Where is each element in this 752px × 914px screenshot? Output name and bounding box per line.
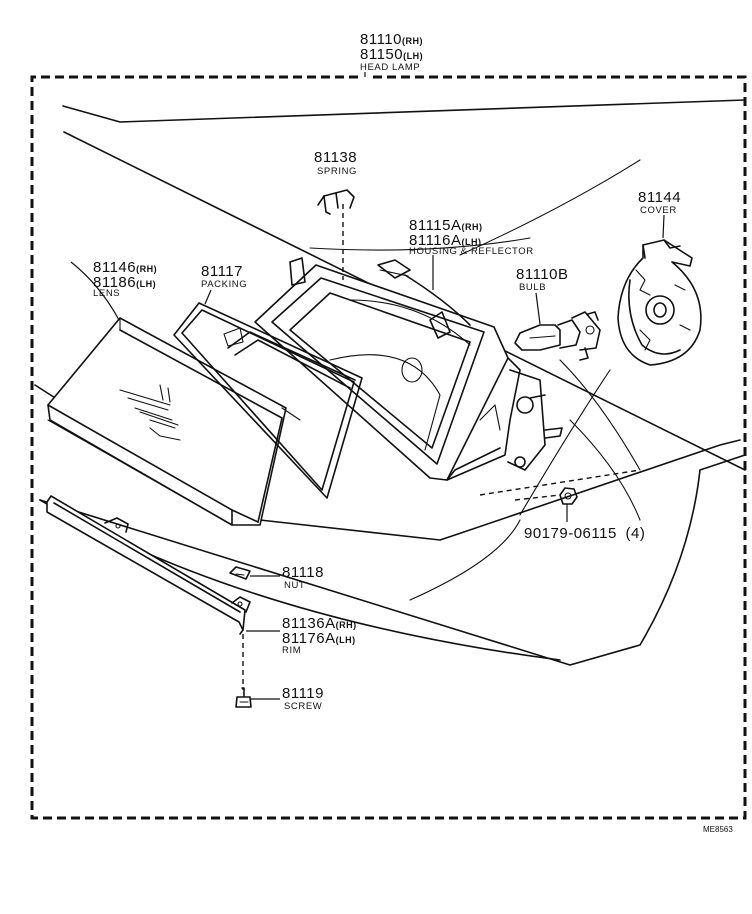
- bolt-qty: (4): [625, 525, 645, 542]
- screw-name: SCREW: [284, 701, 322, 712]
- lens-rh-side: (RH): [136, 264, 157, 274]
- label-nut: 81118 NUT: [282, 564, 324, 591]
- headlamp-rh-side: (RH): [402, 36, 423, 46]
- nut-number: 81118: [282, 564, 324, 581]
- packing: [173, 302, 363, 499]
- bulb: [514, 311, 601, 361]
- svg-text:81176A(LH): 81176A(LH): [282, 630, 356, 647]
- housing-lh-number: 81116A: [409, 232, 462, 249]
- label-packing: 81117 PACKING: [201, 263, 247, 290]
- housing-name: HOUSING & REFLECTOR: [409, 246, 534, 257]
- nut-name: NUT: [284, 580, 305, 591]
- housing-rh-side: (RH): [462, 222, 483, 232]
- label-housing: 81115A(RH) 81116A(LH) HOUSING & REFLECTO…: [409, 217, 534, 257]
- svg-text:81115A(RH): 81115A(RH): [409, 217, 483, 234]
- rim-name: RIM: [282, 645, 301, 656]
- headlamp-lh-number: 81150: [360, 46, 403, 63]
- spring-clip: [317, 189, 355, 280]
- cover: [617, 239, 702, 366]
- bolt: [559, 487, 578, 505]
- leader-lines: [70, 72, 665, 700]
- bolt-number: 90179-06115: [524, 525, 617, 542]
- rim-lh-number: 81176A: [282, 630, 336, 647]
- housing-lh-side: (LH): [462, 237, 482, 247]
- headlamp-lh-side: (LH): [403, 51, 423, 61]
- rim: [46, 495, 251, 690]
- label-bolt: 90179-06115 (4): [524, 525, 645, 542]
- bulb-number: 81110B: [516, 266, 569, 283]
- lens-rh-number: 81146: [93, 259, 136, 276]
- rim-rh-number: 81136A: [282, 615, 336, 632]
- svg-text:81136A(RH): 81136A(RH): [282, 615, 357, 632]
- svg-text:81116A(LH): 81116A(LH): [409, 232, 482, 249]
- screw-number: 81119: [282, 685, 324, 702]
- svg-text:81110(RH): 81110(RH): [360, 31, 423, 48]
- label-lens: 81146(RH) 81186(LH) LENS: [93, 259, 157, 299]
- figure-code: ME8563: [703, 825, 733, 834]
- screw: [235, 687, 252, 708]
- svg-text:81186(LH): 81186(LH): [93, 274, 156, 291]
- nut: [229, 566, 251, 580]
- cover-name: COVER: [640, 205, 677, 216]
- label-cover: 81144 COVER: [638, 189, 681, 216]
- rim-lh-side: (LH): [336, 635, 356, 645]
- label-headlamp: 81110(RH) 81150(LH) HEAD LAMP: [360, 31, 423, 73]
- housing-rh-number: 81115A: [409, 217, 462, 234]
- svg-text:90179-06115 (4): 90179-06115 (4): [524, 525, 645, 542]
- rim-rh-side: (RH): [336, 620, 357, 630]
- lens-lh-number: 81186: [93, 274, 136, 291]
- lens-lh-side: (LH): [136, 279, 156, 289]
- lens: [47, 317, 287, 526]
- packing-number: 81117: [201, 263, 243, 280]
- spring-number: 81138: [314, 149, 357, 166]
- svg-text:81150(LH): 81150(LH): [360, 46, 423, 63]
- cover-number: 81144: [638, 189, 681, 206]
- label-rim: 81136A(RH) 81176A(LH) RIM: [282, 615, 357, 656]
- packing-name: PACKING: [201, 279, 247, 290]
- assembly-boundary: [30, 75, 747, 820]
- label-spring: 81138 SPRING: [314, 149, 357, 177]
- bulb-name: BULB: [519, 282, 546, 293]
- headlamp-rh-number: 81110: [360, 31, 402, 48]
- label-screw: 81119 SCREW: [282, 685, 324, 712]
- headlamp-name: HEAD LAMP: [360, 62, 420, 73]
- spring-name: SPRING: [317, 166, 357, 177]
- label-bulb: 81110B BULB: [516, 266, 569, 293]
- lens-name: LENS: [93, 288, 120, 299]
- housing-reflector: [254, 257, 563, 481]
- svg-text:81146(RH): 81146(RH): [93, 259, 157, 276]
